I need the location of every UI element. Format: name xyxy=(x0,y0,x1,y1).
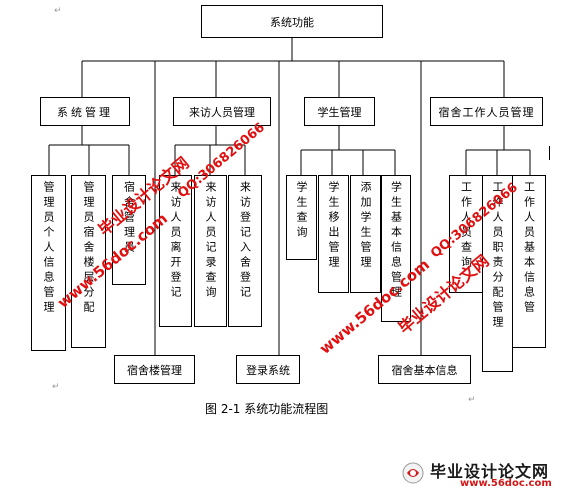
root-label: 系统功能 xyxy=(270,15,314,29)
group-node-staff: 宿舍工作人员管理 xyxy=(430,97,543,126)
child-node: 学生查询 xyxy=(286,175,317,260)
child-node: 来访人员记录查询 xyxy=(194,175,227,327)
logo-url: www.56doc.com xyxy=(460,478,552,489)
group-label: 学生管理 xyxy=(317,105,362,119)
child-label: 添加学生管理 xyxy=(359,181,372,271)
child-label: 学生基本信息管理 xyxy=(389,181,403,301)
child-node: 来访登记入舍登记 xyxy=(228,175,262,327)
group-node-system: 系统管理 xyxy=(40,97,130,126)
child-label: 工作人员职责分配管理 xyxy=(491,181,504,331)
bottom-node-dorm-info: 宿舍基本信息 xyxy=(378,355,471,384)
group-label: 宿舍工作人员管理 xyxy=(438,105,535,119)
child-label: 学生查询 xyxy=(295,181,308,241)
child-node: 管理员宿舍楼层分配 xyxy=(71,175,106,348)
child-node: 添加学生管理 xyxy=(350,175,381,293)
logo-icon xyxy=(402,462,424,484)
child-node: 工作人员查询 xyxy=(449,175,483,293)
child-node: 工作人员职责分配管理 xyxy=(482,175,513,372)
child-label: 管理员宿舍楼层分配 xyxy=(82,181,95,316)
site-logo: 毕业设计论文网 www.56doc.com xyxy=(400,458,580,490)
paragraph-mark: ↵ xyxy=(52,382,60,392)
figure-caption: 图 2-1 系统功能流程图 xyxy=(205,402,329,416)
bottom-node-dorm-building: 宿舍楼管理 xyxy=(114,355,195,384)
child-label: 来访人员离开登记 xyxy=(169,181,182,301)
paragraph-mark: ↵ xyxy=(54,6,62,16)
bottom-node-login: 登录系统 xyxy=(236,355,300,384)
child-node: 学生基本信息管理 xyxy=(381,175,411,322)
child-node: 宿舍管理员 xyxy=(112,175,146,285)
group-label: 来访人员管理 xyxy=(189,105,255,119)
group-node-visitors: 来访人员管理 xyxy=(173,97,271,126)
child-node: 管理员个人信息管理 xyxy=(31,175,66,351)
text-cursor xyxy=(549,146,550,160)
root-node: 系统功能 xyxy=(201,5,383,38)
child-label: 工作人员基本信息管 xyxy=(522,181,536,316)
group-node-students: 学生管理 xyxy=(304,97,375,126)
child-label: 来访登记入舍登记 xyxy=(238,181,252,301)
bottom-label: 登录系统 xyxy=(246,363,290,377)
group-label: 系统管理 xyxy=(57,105,113,119)
child-node: 来访人员离开登记 xyxy=(159,175,192,327)
bottom-label: 宿舍楼管理 xyxy=(127,363,182,377)
child-node: 学生移出管理 xyxy=(318,175,349,293)
child-label: 工作人员查询 xyxy=(459,181,473,271)
child-label: 学生移出管理 xyxy=(327,181,340,271)
child-label: 来访人员记录查询 xyxy=(204,181,217,301)
bottom-label: 宿舍基本信息 xyxy=(391,363,458,377)
child-node: 工作人员基本信息管 xyxy=(512,175,546,348)
paragraph-mark: ↵ xyxy=(468,395,476,405)
child-label: 宿舍管理员 xyxy=(122,181,136,256)
child-label: 管理员个人信息管理 xyxy=(42,181,55,316)
logo-title: 毕业设计论文网 xyxy=(430,462,550,481)
